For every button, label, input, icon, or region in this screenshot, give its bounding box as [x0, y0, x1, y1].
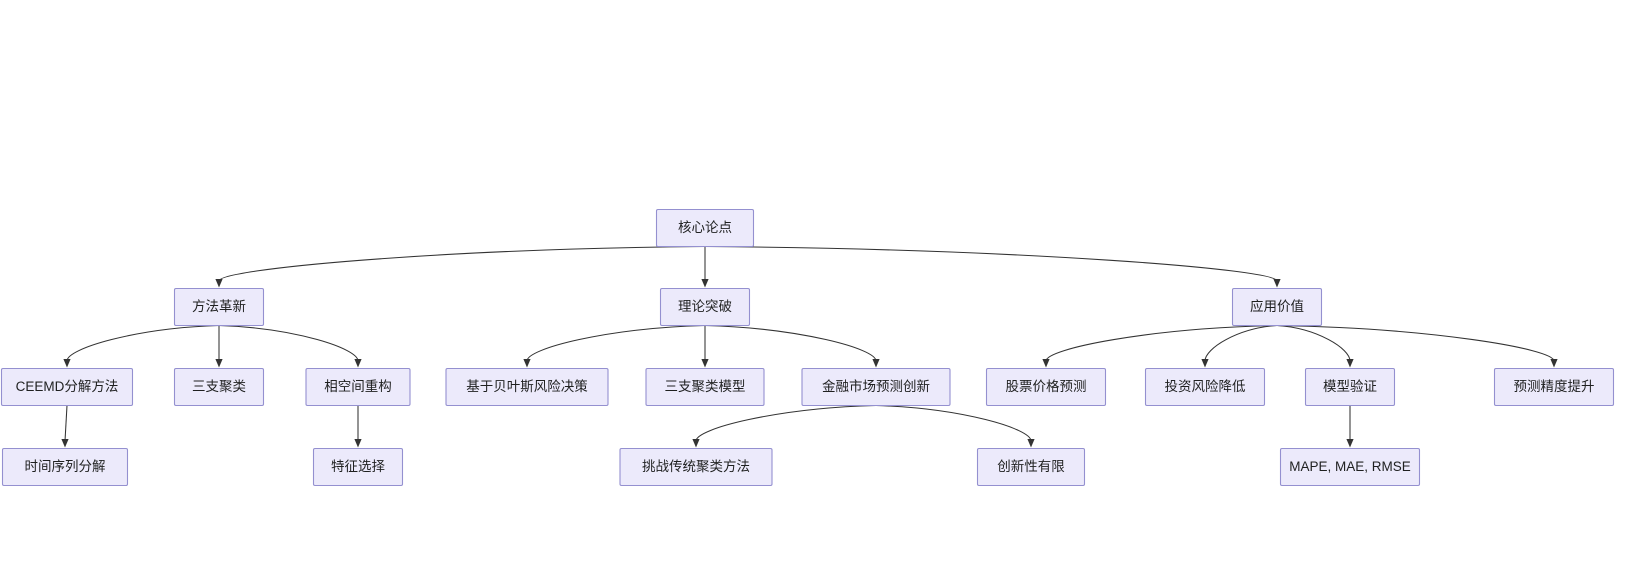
- edge-n1-n6: [218, 324, 362, 368]
- node-box[interactable]: [801, 367, 951, 407]
- arrow-head-icon: [1273, 279, 1281, 288]
- edge-n2-n9: [704, 324, 880, 368]
- node-box[interactable]: [1231, 287, 1323, 327]
- arrow-head-icon: [523, 359, 531, 368]
- node-n11[interactable]: 投资风险降低: [1144, 367, 1266, 407]
- arrow-head-icon: [1042, 359, 1050, 368]
- node-box[interactable]: [659, 287, 751, 327]
- edge-n2-n8: [701, 325, 709, 368]
- node-box[interactable]: [305, 367, 411, 407]
- node-n2[interactable]: 理论突破: [659, 287, 751, 327]
- node-box[interactable]: [173, 367, 265, 407]
- edge-n2-n7: [523, 324, 706, 368]
- node-n6[interactable]: 相空间重构: [305, 367, 411, 407]
- edge-n0-n3: [704, 245, 1281, 288]
- node-n15[interactable]: 特征选择: [312, 447, 404, 487]
- edge-n3-n13: [1276, 324, 1558, 368]
- node-box[interactable]: [1144, 367, 1266, 407]
- edge-n0-n2: [701, 246, 709, 288]
- arrow-head-icon: [63, 359, 71, 368]
- edge-n1-n5: [215, 325, 223, 368]
- arrow-head-icon: [61, 439, 69, 448]
- node-box[interactable]: [1493, 367, 1615, 407]
- arrow-head-icon: [215, 359, 223, 368]
- edge-n12-n18: [1346, 405, 1354, 448]
- node-n8[interactable]: 三支聚类模型: [645, 367, 765, 407]
- node-n18[interactable]: MAPE, MAE, RMSE: [1279, 447, 1421, 487]
- node-n13[interactable]: 预测精度提升: [1493, 367, 1615, 407]
- edge-n3-n11: [1201, 324, 1278, 368]
- edge-n6-n15: [354, 405, 362, 448]
- edge-n3-n10: [1042, 324, 1278, 368]
- node-n12[interactable]: 模型验证: [1304, 367, 1396, 407]
- node-n5[interactable]: 三支聚类: [173, 367, 265, 407]
- arrow-head-icon: [1201, 359, 1209, 368]
- node-n0[interactable]: 核心论点: [655, 208, 755, 248]
- edge-n3-n12: [1276, 324, 1354, 368]
- node-n14[interactable]: 时间序列分解: [1, 447, 129, 487]
- node-n9[interactable]: 金融市场预测创新: [801, 367, 951, 407]
- node-n17[interactable]: 创新性有限: [976, 447, 1086, 487]
- arrow-head-icon: [215, 279, 223, 288]
- node-box[interactable]: [312, 447, 404, 487]
- node-box[interactable]: [655, 208, 755, 248]
- arrow-head-icon: [354, 359, 362, 368]
- node-box[interactable]: [985, 367, 1107, 407]
- arrow-head-icon: [692, 439, 700, 448]
- node-n7[interactable]: 基于贝叶斯风险决策: [445, 367, 609, 407]
- node-box[interactable]: [173, 287, 265, 327]
- edge-n0-n1: [215, 245, 706, 288]
- arrow-head-icon: [1027, 439, 1035, 448]
- node-box[interactable]: [645, 367, 765, 407]
- node-box[interactable]: [976, 447, 1086, 487]
- arrow-head-icon: [1346, 439, 1354, 448]
- arrow-head-icon: [872, 359, 880, 368]
- node-box[interactable]: [1, 447, 129, 487]
- node-layer: 核心论点方法革新 理论突破 应用价值 CEEMD分解方法三支聚类相空间重构基于贝叶斯风…: [0, 208, 1615, 487]
- node-n3[interactable]: 应用价值: [1231, 287, 1323, 327]
- edge-n1-n4: [63, 324, 220, 368]
- arrow-head-icon: [701, 279, 709, 288]
- node-box[interactable]: [1304, 367, 1396, 407]
- arrow-head-icon: [354, 439, 362, 448]
- edge-layer: [61, 245, 1558, 448]
- arrow-head-icon: [701, 359, 709, 368]
- node-n1[interactable]: 方法革新: [173, 287, 265, 327]
- node-box[interactable]: [1279, 447, 1421, 487]
- node-box[interactable]: [619, 447, 773, 487]
- arrow-head-icon: [1550, 359, 1558, 368]
- node-n16[interactable]: 挑战传统聚类方法: [619, 447, 773, 487]
- node-box[interactable]: [0, 367, 134, 407]
- arrow-head-icon: [1346, 359, 1354, 368]
- node-n4[interactable]: CEEMD分解方法: [0, 367, 134, 407]
- node-n10[interactable]: 股票价格预测: [985, 367, 1107, 407]
- edge-n4-n14: [61, 405, 69, 448]
- edge-n9-n17: [875, 404, 1035, 448]
- edge-n9-n16: [692, 404, 877, 448]
- node-box[interactable]: [445, 367, 609, 407]
